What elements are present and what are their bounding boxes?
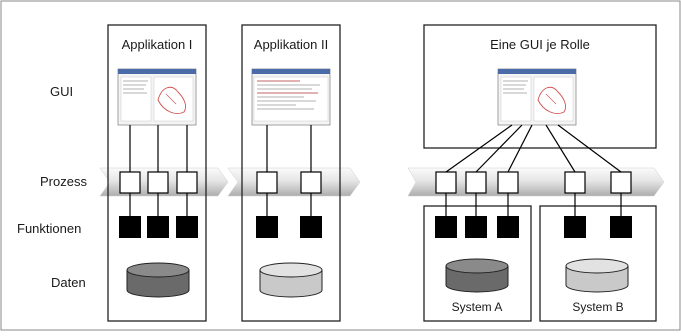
connectors-app-2 bbox=[266, 125, 312, 216]
function-box bbox=[256, 216, 278, 238]
process-step bbox=[435, 171, 457, 194]
function-box bbox=[465, 216, 487, 238]
database-system-a bbox=[445, 258, 509, 293]
process-step bbox=[465, 171, 487, 194]
connectors-app-1 bbox=[129, 125, 188, 216]
process-step bbox=[564, 171, 586, 194]
function-box bbox=[147, 216, 169, 238]
process-steps bbox=[119, 171, 632, 194]
row-label-gui: GUI bbox=[50, 84, 73, 99]
connectors-role-gui bbox=[445, 124, 622, 216]
row-label-funktionen: Funktionen bbox=[17, 221, 81, 236]
row-label-daten: Daten bbox=[51, 275, 86, 290]
gui-screenshot-app-1 bbox=[117, 68, 197, 126]
function-box bbox=[176, 216, 198, 238]
function-box bbox=[300, 216, 322, 238]
gui-screenshot-role bbox=[497, 68, 577, 126]
process-step bbox=[497, 171, 519, 194]
column-title-applikation-1: Applikation I bbox=[122, 37, 193, 52]
function-boxes bbox=[119, 216, 632, 238]
process-step bbox=[176, 171, 198, 194]
function-box bbox=[497, 216, 519, 238]
function-box bbox=[119, 216, 141, 238]
function-box bbox=[610, 216, 632, 238]
process-step bbox=[147, 171, 169, 194]
database-system-b bbox=[565, 258, 629, 293]
column-applikation-2 bbox=[241, 24, 341, 322]
gui-screenshot-app-2 bbox=[251, 68, 331, 126]
function-box bbox=[435, 216, 457, 238]
column-applikation-1 bbox=[107, 24, 207, 322]
column-title-applikation-2: Applikation II bbox=[254, 37, 328, 52]
process-step bbox=[300, 171, 322, 194]
process-step bbox=[256, 171, 278, 194]
database-app-2 bbox=[259, 262, 323, 298]
process-step bbox=[610, 171, 632, 194]
function-box bbox=[564, 216, 586, 238]
system-b-label: System B bbox=[572, 300, 623, 314]
database-app-1 bbox=[126, 262, 190, 298]
system-a-label: System A bbox=[452, 300, 503, 314]
row-label-prozess: Prozess bbox=[40, 174, 87, 189]
role-gui-title: Eine GUI je Rolle bbox=[490, 37, 590, 52]
process-step bbox=[119, 171, 141, 194]
